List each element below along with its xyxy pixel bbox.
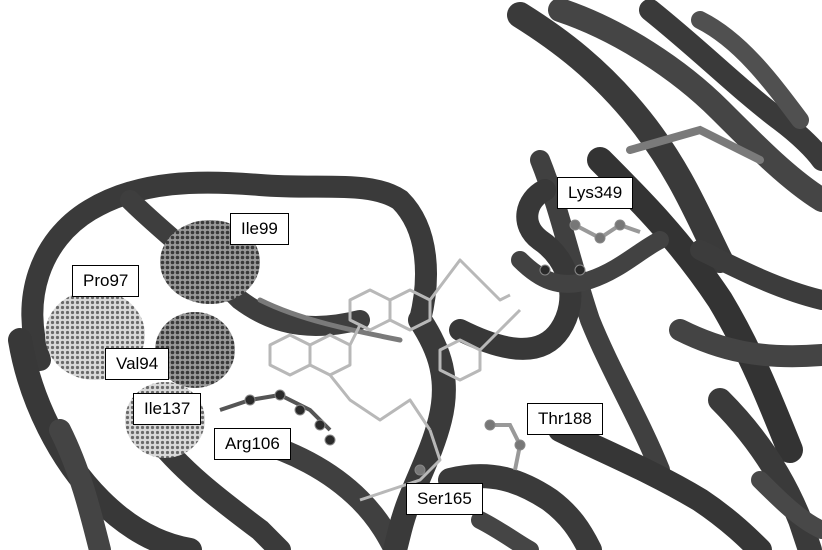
residue-label-ile137: Ile137	[133, 393, 201, 425]
residue-label-thr188: Thr188	[527, 403, 603, 435]
residue-label-val94: Val94	[105, 348, 169, 380]
residue-label-ser165: Ser165	[406, 483, 483, 515]
residue-label-ile99: Ile99	[230, 213, 289, 245]
residue-label-lys349: Lys349	[557, 177, 633, 209]
residue-label-arg106: Arg106	[214, 428, 291, 460]
residue-label-pro97: Pro97	[72, 265, 139, 297]
